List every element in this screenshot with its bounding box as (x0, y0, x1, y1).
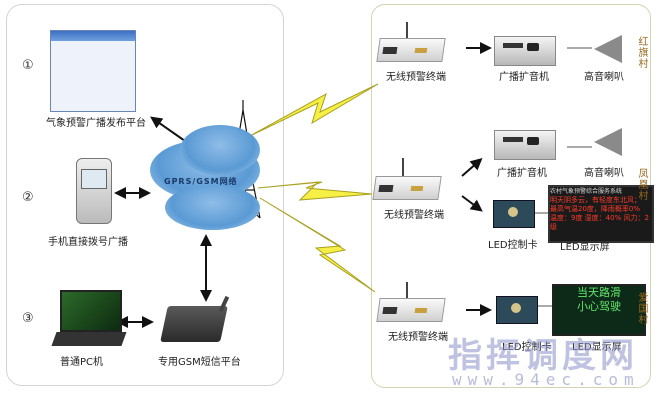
window-titlebar (51, 31, 135, 41)
terminal-label-2: 无线预警终端 (384, 210, 444, 221)
network-label: GPRS/GSM网络 (164, 177, 238, 186)
antenna-icon (402, 158, 404, 176)
arrow-terminal-led-2 (461, 195, 483, 212)
led-display-screen-green: 当天路滑 小心驾驶 (552, 284, 646, 336)
lightning-to-village-2 (257, 181, 373, 201)
item-index-3: ③ (22, 311, 34, 326)
broadcast-amplifier-2 (494, 130, 556, 160)
laptop-icon (51, 290, 127, 346)
led-display-screen-red: 农村气象预警综合服务系统 明天阴多云，有轻度东北风； 最高气温20度，降雨概率0… (548, 185, 654, 243)
horn-label-1: 高音喇叭 (584, 72, 624, 83)
village-label-fenghuang: 凤凰村 (636, 168, 647, 201)
loudspeaker-horn-icon (594, 35, 622, 63)
led-screen-line: 温度：9度 湿度：40% 风力：2级 (550, 214, 649, 231)
led-control-card-3 (496, 296, 538, 324)
watermark-text: 指挥调度网 (448, 336, 638, 376)
ledcard-label-3: LED控制卡 (502, 342, 552, 353)
led-screen-line: 小心驾驶 (577, 300, 621, 313)
ledscreen-label-2: LED显示屏 (560, 242, 610, 253)
village-label-hongqi: 红旗村 (636, 36, 647, 69)
amplifier-label-2: 广播扩音机 (497, 168, 547, 179)
amplifier-label-1: 广播扩音机 (499, 72, 549, 83)
mobile-phone-icon (76, 158, 112, 224)
led-screen-line: 当天路滑 (577, 286, 621, 299)
loudspeaker-horn-icon (594, 128, 622, 156)
item-index-1: ① (22, 58, 34, 73)
ledcard-label-2: LED控制卡 (488, 240, 538, 251)
wireless-warning-terminal-3 (376, 298, 446, 322)
horn-label-2: 高音喇叭 (584, 168, 624, 179)
gsm-sms-platform-device-icon (160, 306, 228, 342)
terminal-label-3: 无线预警终端 (388, 332, 448, 343)
lightning-to-village-1 (247, 83, 379, 138)
led-control-card-2 (493, 200, 535, 228)
pc-label: 普通PC机 (60, 357, 104, 368)
wireless-warning-terminal-1 (376, 38, 446, 62)
platform-label: 气象预警广播发布平台 (46, 118, 146, 129)
gsm-platform-label: 专用GSM短信平台 (158, 357, 241, 368)
wireless-warning-terminal-2 (372, 176, 442, 200)
broadcast-amplifier-1 (494, 36, 556, 66)
lightning-to-village-3 (259, 197, 376, 293)
watermark-url: www.94ec.com (452, 370, 640, 389)
terminal-label-1: 无线预警终端 (386, 72, 446, 83)
ledscreen-label-3: LED显示屏 (572, 342, 622, 353)
village-label-aiguo: 爱国村 (636, 292, 647, 325)
antenna-icon (406, 282, 408, 300)
led-screen-line: 明天阴多云，有轻度东北风； (550, 196, 641, 204)
antenna-icon (406, 22, 408, 40)
phone-label: 手机直接拨号广播 (48, 237, 128, 248)
led-screen-line: 最高气温20度，降雨概率0% (550, 205, 641, 213)
led-screen-title: 农村气象预警综合服务系统 (550, 188, 623, 195)
warning-platform-software-screenshot (50, 30, 136, 112)
item-index-2: ② (22, 190, 34, 205)
arrow-terminal-amp-2 (461, 158, 483, 177)
